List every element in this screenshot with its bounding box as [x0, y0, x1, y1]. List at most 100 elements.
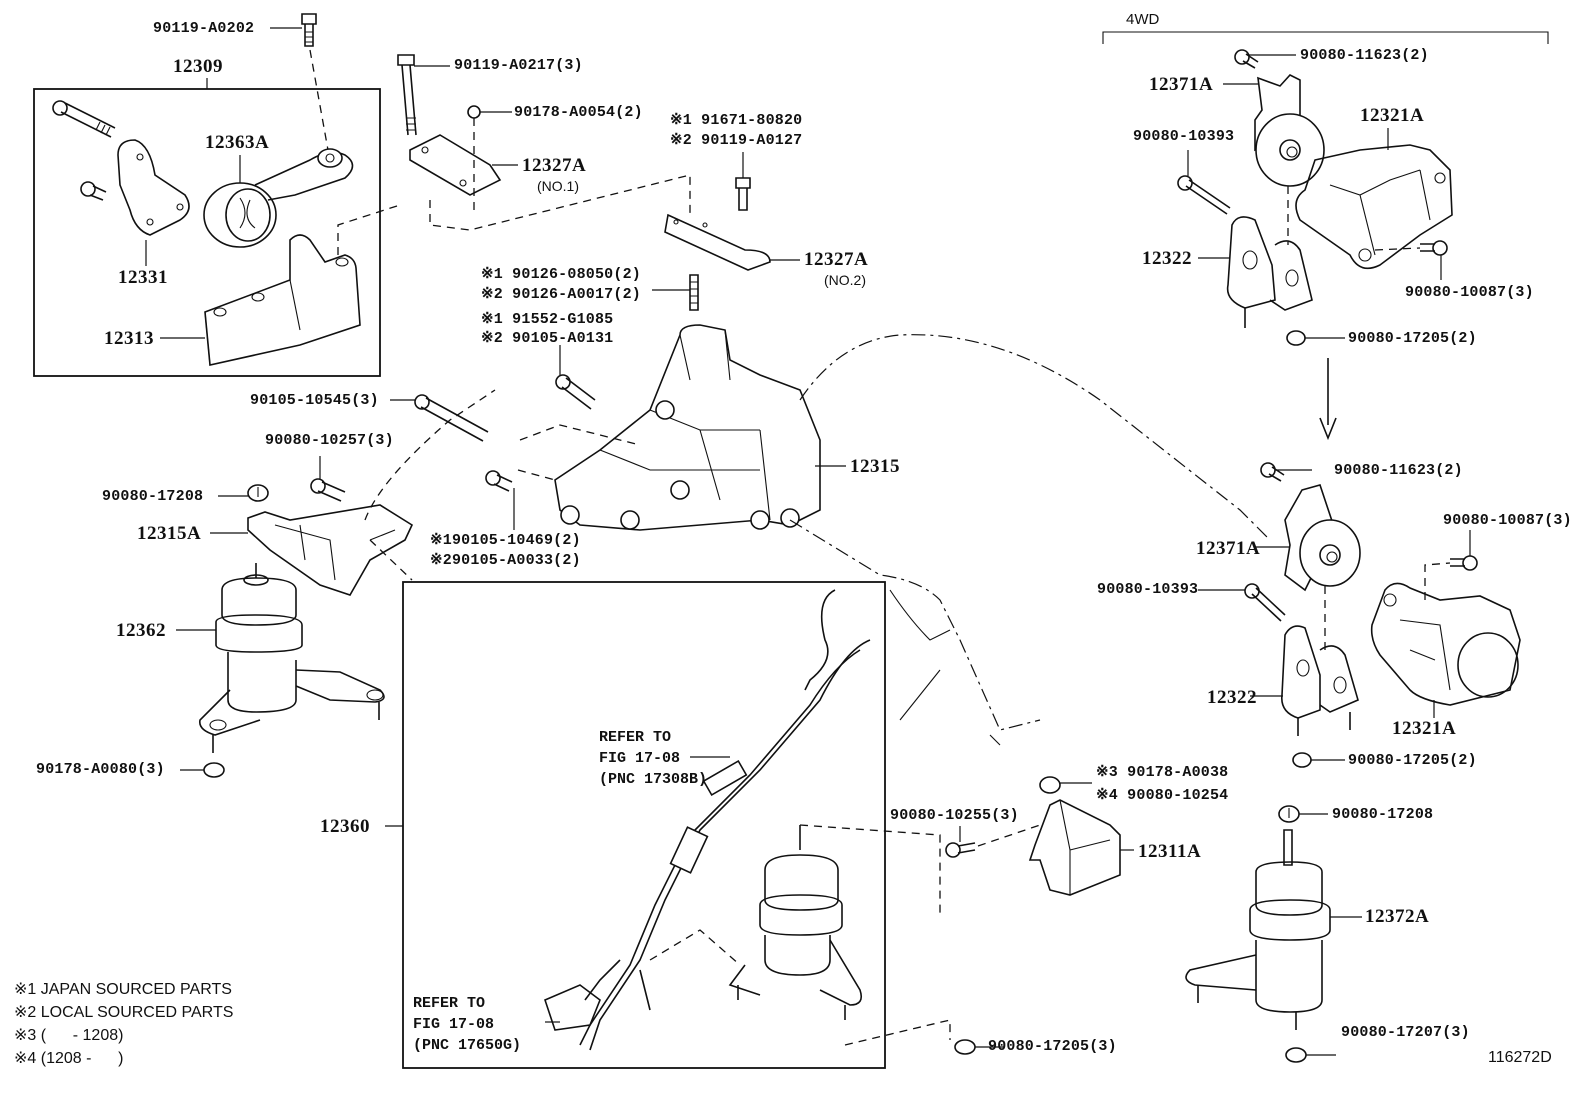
- label-12371A-bottom: 12371A: [1196, 538, 1261, 559]
- label-90105-A0131: ※2 90105-A0131: [481, 330, 614, 347]
- bracket-12371A-top: [1254, 74, 1325, 187]
- bolt-90080-10255: [945, 842, 976, 858]
- nut-90080-17205-bottom: [954, 1039, 976, 1055]
- guide: [844, 1019, 951, 1046]
- label-90105-10469: ※190105-10469(2): [430, 532, 581, 549]
- label-90080-17205-bottom-4wd: 90080-17205(2): [1348, 752, 1477, 769]
- label-12327A-no2: 12327A: [804, 249, 869, 270]
- label-91671-80820: ※1 91671-80820: [670, 112, 803, 129]
- transmission-outline-2: [789, 519, 1041, 731]
- nut-90080-17208-left: [247, 484, 269, 502]
- mount-12363A: [203, 148, 354, 248]
- bracket-12371A-bottom: [1284, 484, 1361, 592]
- bracket-12322-bottom: [1281, 625, 1359, 736]
- label-12363A: 12363A: [205, 132, 270, 153]
- bolt-90080-10393-bottom: [1244, 583, 1286, 622]
- label-12321A-bottom: 12321A: [1392, 718, 1457, 739]
- label-90178-A0038: ※3 90178-A0038: [1096, 764, 1229, 781]
- 4wd-bracket: [1102, 31, 1549, 44]
- label-12313: 12313: [104, 328, 154, 349]
- nut-90080-17207: [1285, 1047, 1307, 1063]
- bolt-long-12309: [52, 100, 116, 138]
- guide: [977, 824, 1041, 847]
- bolt-90080-10257: [310, 478, 346, 502]
- arrow-down-icon: [1319, 358, 1337, 441]
- label-12327A-no2-sub: (NO.2): [824, 272, 866, 288]
- guide: [1424, 562, 1451, 600]
- stud-90126: [689, 274, 699, 311]
- label-90080-17207: 90080-17207(3): [1341, 1024, 1470, 1041]
- nut-90178-A0038: [1039, 776, 1061, 794]
- bolt-90105-10545: [414, 394, 489, 442]
- vsv-valve: [544, 984, 601, 1031]
- refer-line-2: FIG 17-08: [413, 1016, 495, 1033]
- bracket-12315A: [247, 504, 414, 596]
- label-90119-A0217: 90119-A0217(3): [454, 57, 583, 74]
- bracket-12321A-top: [1295, 144, 1453, 270]
- refer-line-3: (PNC 17650G): [413, 1037, 522, 1054]
- guide-12313: [337, 204, 401, 255]
- label-12309: 12309: [173, 56, 223, 77]
- bracket-12331: [117, 139, 190, 236]
- refer-block-17308B: REFER TO FIG 17-08 (PNC 17308B): [599, 727, 707, 790]
- label-90080-17205-top: 90080-17205(2): [1348, 330, 1477, 347]
- nut-90080-17208-right: [1278, 805, 1300, 823]
- mount-12362: [198, 563, 385, 753]
- label-12372A: 12372A: [1365, 906, 1430, 927]
- label-90080-10255: 90080-10255(3): [890, 807, 1019, 824]
- refer-block-17650G: REFER TO FIG 17-08 (PNC 17650G): [413, 993, 521, 1056]
- bracket-12327A-no1: [409, 134, 502, 196]
- label-90126-A0017: ※2 90126-A0017(2): [481, 286, 641, 303]
- label-90105-10545: 90105-10545(3): [250, 392, 379, 409]
- guide-90119-A0202: [309, 49, 329, 151]
- label-90080-10254: ※4 90080-10254: [1096, 787, 1229, 804]
- label-90080-17205-bottom: 90080-17205(3): [988, 1038, 1117, 1055]
- bolt-90080-10087-top: [1420, 240, 1448, 256]
- figure-id: 116272D: [1488, 1049, 1552, 1066]
- guide: [429, 174, 691, 231]
- bolt-90080-10087-bottom: [1450, 555, 1478, 571]
- footnote-3: ※3 ( - 1208): [14, 1027, 124, 1044]
- label-12362: 12362: [116, 620, 166, 641]
- label-90080-17208-left: 90080-17208: [102, 488, 204, 505]
- refer-line-2: FIG 17-08: [599, 750, 681, 767]
- label-12327A-no1: 12327A: [522, 155, 587, 176]
- bolt-90080-11623-bottom: [1260, 462, 1285, 482]
- bracket-12315: [554, 324, 821, 531]
- label-90178-A0080: 90178-A0080(3): [36, 761, 165, 778]
- label-90080-10087-top: 90080-10087(3): [1405, 284, 1534, 301]
- bolt-91552-G1085: [555, 374, 596, 410]
- active-mount-12360: [728, 825, 863, 1020]
- bracket-12311A: [1028, 799, 1121, 896]
- label-90080-10393-bottom: 90080-10393: [1097, 581, 1199, 598]
- label-12315: 12315: [850, 456, 900, 477]
- footnote-4: ※4 (1208 - ): [14, 1050, 124, 1067]
- nut-90080-17205-top: [1286, 330, 1306, 346]
- label-90126-08050: ※1 90126-08050(2): [481, 266, 641, 283]
- label-12360: 12360: [320, 816, 370, 837]
- label-4wd: 4WD: [1126, 11, 1160, 28]
- bolt-90119-A0202: [301, 13, 317, 47]
- guide: [649, 929, 741, 966]
- bracket-12313: [204, 234, 361, 366]
- refer-line-3: (PNC 17308B): [599, 771, 708, 788]
- bracket-12321A-bottom: [1370, 582, 1521, 706]
- mount-12372A: [1185, 829, 1331, 1030]
- guide: [1374, 247, 1421, 251]
- assembly-12360-box: [402, 581, 886, 1069]
- label-90080-10393-top: 90080-10393: [1133, 128, 1235, 145]
- label-12371A-top: 12371A: [1149, 74, 1214, 95]
- label-90080-10087-bottom: 90080-10087(3): [1443, 512, 1572, 529]
- nut-90080-17205-bottom-4wd: [1292, 752, 1312, 768]
- bolt-90080-11623-top: [1234, 49, 1259, 69]
- label-90178-A0054: 90178-A0054(2): [514, 104, 643, 121]
- guide: [517, 424, 641, 481]
- label-90119-A0127: ※2 90119-A0127: [670, 132, 803, 149]
- label-90080-11623-bottom: 90080-11623(2): [1334, 462, 1463, 479]
- label-12322-bottom: 12322: [1207, 687, 1257, 708]
- bolt-90080-10393-top: [1177, 175, 1231, 215]
- footnote-1: ※1 JAPAN SOURCED PARTS: [14, 981, 232, 998]
- label-90080-17208-right: 90080-17208: [1332, 806, 1434, 823]
- bolt-90119-A0217: [397, 54, 417, 136]
- nut-90178-A0080: [203, 762, 225, 778]
